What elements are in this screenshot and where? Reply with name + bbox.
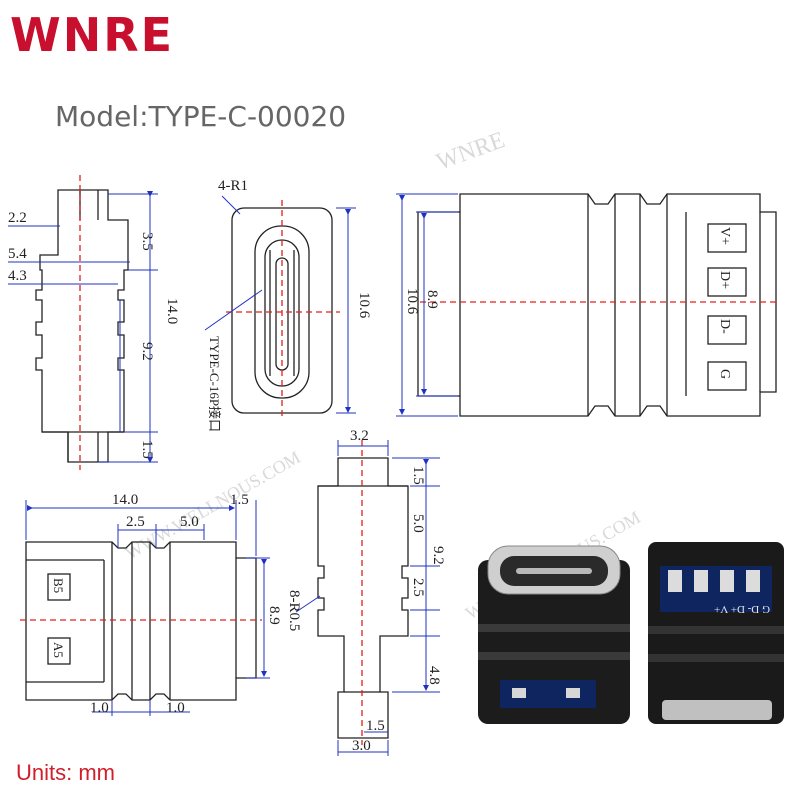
- dim-2-2: 2.2: [8, 210, 27, 226]
- radius-label: 4-R1: [218, 178, 248, 194]
- bottom-view-outline: [25, 541, 257, 701]
- pad-b5: B5: [51, 578, 66, 593]
- model-title: Model:TYPE-C-00020: [55, 100, 347, 133]
- end-view-outline: [417, 193, 777, 417]
- photo-pin-labels: G D- D+ V+: [714, 603, 770, 615]
- dim-5-4: 5.4: [8, 246, 27, 262]
- bottom-dim-1-0-b: 1.0: [166, 700, 185, 716]
- dim-4-3: 4.3: [8, 268, 27, 284]
- dim-3-5: 3.5: [139, 232, 155, 251]
- dim-9-2: 9.2: [139, 342, 155, 361]
- side-view-dimensions: [8, 191, 158, 463]
- end-view-dimensions: [396, 193, 458, 417]
- dim-14-0: 14.0: [164, 298, 180, 324]
- front-height-label: 10.6: [356, 292, 372, 319]
- product-photo-back: G D- D+ V+: [648, 542, 784, 724]
- profile-dim-3-2: 3.2: [350, 428, 369, 444]
- watermark-brand: WNRE: [433, 127, 508, 176]
- dim-1-5: 1.5: [139, 440, 155, 459]
- profile-dim-9-2: 9.2: [430, 546, 446, 565]
- end-dim-8-9: 8.9: [424, 290, 440, 309]
- bottom-dim-8-9: 8.9: [266, 606, 282, 625]
- profile-radius-label: 8-R0.5: [286, 590, 302, 631]
- pin-d-minus: D-: [717, 319, 732, 334]
- bottom-dim-1-5: 1.5: [230, 492, 249, 508]
- profile-view-dimensions: [295, 440, 440, 756]
- end-view-labels: 8.9 10.6 V+ D+ D- G: [404, 227, 732, 379]
- bottom-dim-1-0-a: 1.0: [90, 700, 109, 716]
- pin-v-plus: V+: [717, 227, 732, 245]
- bottom-dim-2-5: 2.5: [126, 514, 145, 530]
- port-label: TYPE-C-16P接口: [207, 336, 222, 432]
- bottom-view: [25, 541, 257, 701]
- bottom-view-dimensions: [25, 500, 270, 716]
- side-view-labels: 2.2 5.4 4.3 3.5 14.0 9.2 1.5: [8, 210, 180, 459]
- pin-g: G: [717, 369, 732, 379]
- side-view: [35, 189, 129, 463]
- watermark-url: WWW.WELLNOUS.COM: [122, 447, 304, 563]
- front-view-dimensions: [204, 195, 356, 414]
- profile-dim-5-0: 5.0: [410, 514, 426, 533]
- end-dim-10-6: 10.6: [404, 288, 420, 315]
- bottom-dim-5-0: 5.0: [180, 514, 199, 530]
- profile-dim-1-5-bottom: 1.5: [366, 718, 385, 734]
- pad-a5: A5: [51, 642, 66, 658]
- pin-d-plus: D+: [717, 271, 732, 289]
- profile-dim-3-0: 3.0: [352, 738, 371, 754]
- profile-dim-1-5-top: 1.5: [410, 466, 426, 485]
- front-view-labels: 4-R1 10.6 TYPE-C-16P接口: [207, 178, 372, 432]
- units-note: Units: mm: [16, 760, 115, 785]
- profile-view-labels: 3.2 1.5 5.0 9.2 2.5 4.8 1.5 3.0 8-R0.5: [286, 428, 446, 754]
- profile-dim-4-8: 4.8: [426, 666, 442, 685]
- bottom-view-labels: 14.0 1.5 2.5 5.0 8.9 1.0 1.0 B5 A5: [51, 492, 282, 716]
- profile-view-outline: [317, 457, 409, 739]
- product-photo-front: [478, 545, 630, 724]
- profile-view: [317, 457, 409, 739]
- profile-dim-2-5: 2.5: [410, 578, 426, 597]
- brand-logo: WNRE: [10, 8, 175, 62]
- side-view-outline: [35, 189, 129, 463]
- bottom-dim-14-0: 14.0: [112, 492, 138, 508]
